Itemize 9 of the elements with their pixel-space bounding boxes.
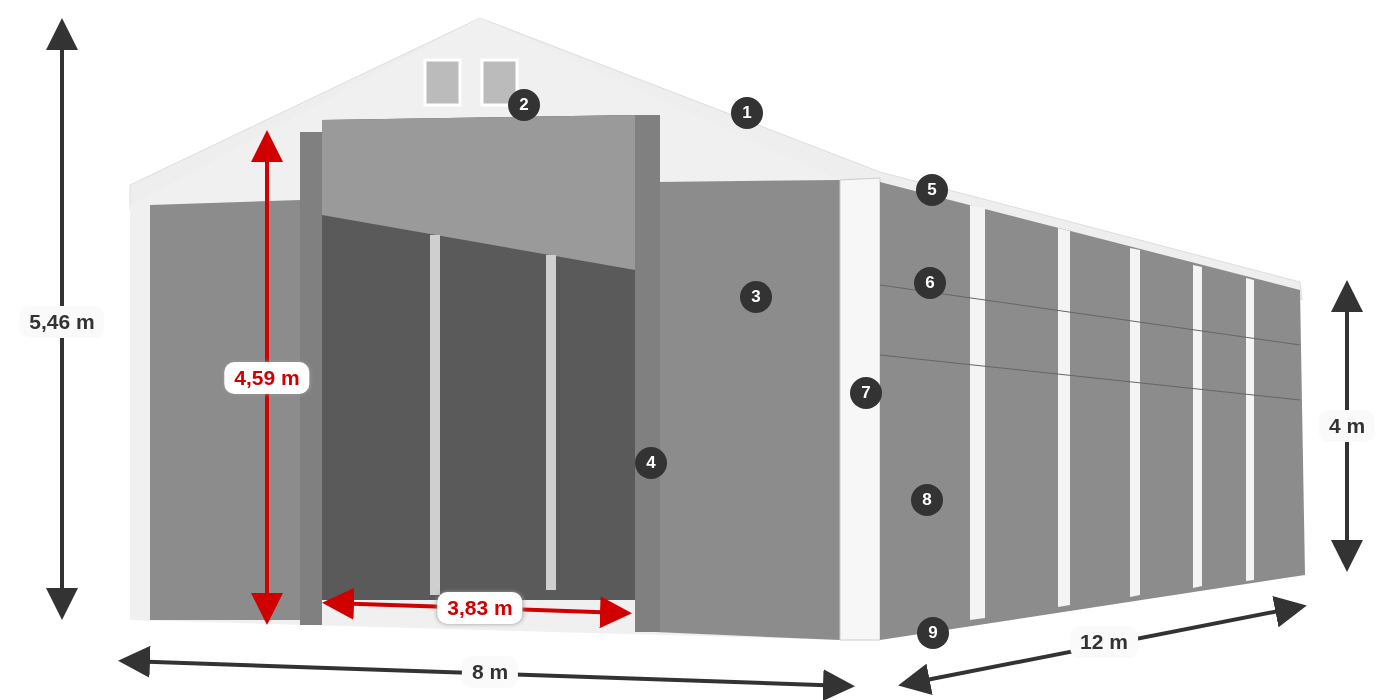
callout-number: 5 bbox=[916, 174, 948, 206]
dimension-label: 5,46 m bbox=[19, 306, 105, 338]
callout-number: 1 bbox=[731, 97, 763, 129]
dimension-label: 4,59 m bbox=[224, 362, 310, 394]
dimension-label: 8 m bbox=[461, 656, 519, 688]
dimension-label: 4 m bbox=[1318, 410, 1376, 442]
dimension-label: 3,83 m bbox=[437, 592, 523, 624]
dimension-label: 12 m bbox=[1070, 626, 1138, 658]
callout-number: 9 bbox=[917, 617, 949, 649]
